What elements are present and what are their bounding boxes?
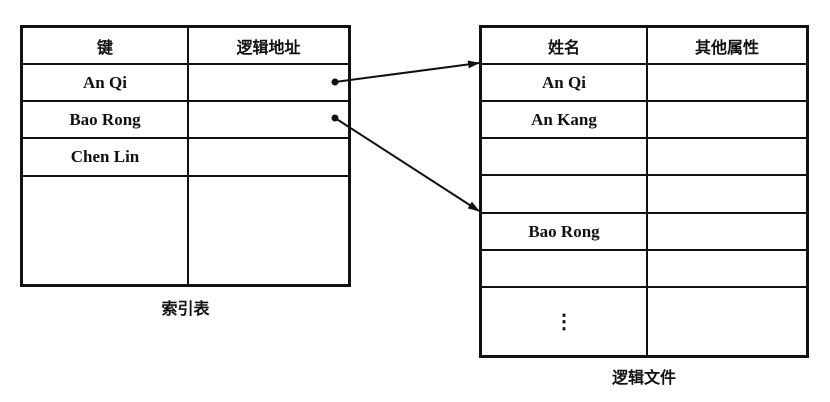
- index-table-header: 键 逻辑地址: [23, 28, 348, 65]
- table-row: Bao Rong: [482, 214, 806, 251]
- other-cell: [648, 288, 806, 355]
- other-cell: [648, 176, 806, 212]
- pointer-arrow-an-qi: [334, 60, 480, 83]
- other-cell: [648, 214, 806, 249]
- other-cell: [648, 65, 806, 100]
- name-cell: [482, 251, 648, 286]
- name-cell: An Kang: [482, 102, 648, 137]
- address-cell: [189, 139, 348, 175]
- key-cell: Bao Rong: [23, 102, 189, 137]
- header-key: 键: [23, 28, 189, 63]
- key-cell: [23, 177, 189, 284]
- pointer-arrow-bao-rong: [334, 117, 480, 212]
- address-cell: [189, 177, 348, 284]
- other-cell: [648, 102, 806, 137]
- table-row: [482, 139, 806, 176]
- table-row: An Kang: [482, 102, 806, 139]
- other-cell: [648, 139, 806, 174]
- table-row: ⋮: [482, 288, 806, 355]
- index-table-caption: 索引表: [161, 299, 210, 318]
- table-row: An Qi: [482, 65, 806, 102]
- table-row: Chen Lin: [23, 139, 348, 177]
- address-cell: [189, 102, 348, 137]
- name-cell: Bao Rong: [482, 214, 648, 249]
- header-logical-address: 逻辑地址: [236, 37, 301, 57]
- table-row: [482, 251, 806, 288]
- table-row: [23, 177, 348, 284]
- header-other-attributes: 其他属性: [694, 37, 759, 57]
- index-table: 键 逻辑地址 An Qi Bao Rong Chen Lin: [20, 25, 351, 287]
- name-cell: An Qi: [482, 65, 648, 100]
- key-cell: Chen Lin: [23, 139, 189, 175]
- table-row: [482, 176, 806, 214]
- name-cell: [482, 176, 648, 212]
- logical-file-caption: 逻辑文件: [611, 368, 676, 387]
- header-name: 姓名: [482, 28, 648, 63]
- address-cell: [189, 65, 348, 100]
- table-row: Bao Rong: [23, 102, 348, 139]
- table-row: An Qi: [23, 65, 348, 102]
- logical-file-header: 姓名 其他属性: [482, 28, 806, 65]
- other-cell: [648, 251, 806, 286]
- logical-file-table: 姓名 其他属性 An Qi An Kang Bao Rong ⋮: [479, 25, 809, 358]
- key-cell: An Qi: [23, 65, 189, 100]
- name-cell: [482, 139, 648, 174]
- ellipsis-cell: ⋮: [482, 288, 648, 355]
